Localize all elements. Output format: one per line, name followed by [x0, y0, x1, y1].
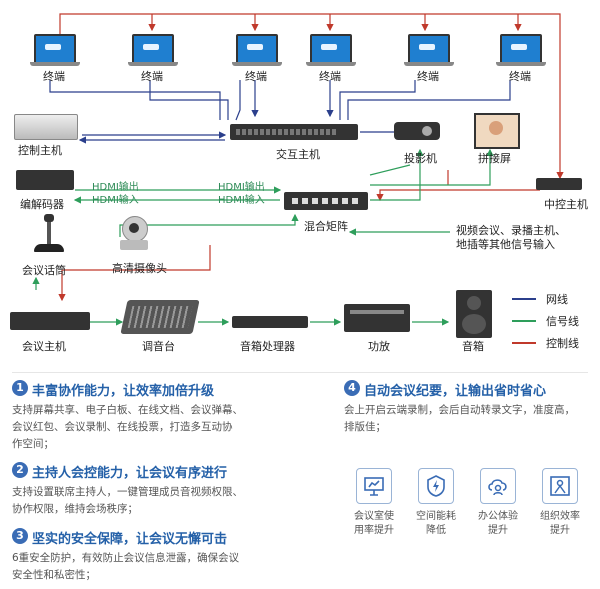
- conference-mic-label: 会议话筒: [22, 264, 66, 277]
- hdmi-input-label: HDMI输入: [218, 195, 265, 206]
- feature-number-badge: 3: [12, 528, 28, 544]
- feature-description: 6重安全防护，有效防止会议信息泄露，确保会议 安全性和私密性；: [12, 552, 240, 581]
- feature-description: 会上开启云端录制，会后自动转录文字，准度高， 排版佳；: [344, 404, 575, 433]
- control-host-label: 控制主机: [18, 144, 62, 157]
- decoder-icon: [16, 170, 74, 190]
- feature-number-badge: 1: [12, 380, 28, 396]
- mixing-matrix-icon: [284, 192, 368, 210]
- other-input-label-line2: 地插等其他信号输入: [456, 238, 555, 251]
- splice-screen-icon: [474, 113, 520, 149]
- benefit-item: 空间能耗降低: [406, 468, 466, 538]
- terminal-label: 终端: [319, 70, 341, 83]
- terminal-label: 终端: [509, 70, 531, 83]
- benefit-item: 组织效率提升: [530, 468, 590, 538]
- legend-item-control: 控制线: [512, 335, 600, 357]
- feature-number-badge: 2: [12, 462, 28, 478]
- terminal-laptop-icon: [128, 34, 178, 68]
- network-switch-icon: [230, 124, 358, 140]
- terminal-label: 终端: [417, 70, 439, 83]
- projector-icon: [394, 122, 440, 140]
- hd-camera-label: 高清摄像头: [112, 262, 167, 275]
- energy-icon: [418, 468, 454, 504]
- speaker-label: 音箱: [462, 340, 484, 353]
- presentation-icon: [356, 468, 392, 504]
- hdmi-input-label: HDMI输入: [92, 195, 139, 206]
- efficiency-icon: [542, 468, 578, 504]
- camera-icon: [118, 216, 150, 252]
- system-topology-diagram: 终端 终端 终端 终端 终端 终端 控制主机 交互主机 投影机 拼接屏 中控主机…: [10, 13, 600, 357]
- feature-title: 坚实的安全保障，让会议无懈可击: [32, 532, 228, 547]
- amplifier-icon: [344, 304, 410, 332]
- benefit-item: 会议室使用率提升: [344, 468, 404, 538]
- mixer-label: 调音台: [142, 340, 175, 353]
- terminal-label: 终端: [43, 70, 65, 83]
- feature-title: 主持人会控能力，让会议有序进行: [32, 466, 228, 481]
- terminal-laptop-icon: [404, 34, 454, 68]
- speaker-icon: [456, 290, 492, 338]
- interaction-host-label: 交互主机: [276, 148, 320, 161]
- conference-host-label: 会议主机: [22, 340, 66, 353]
- cloud-user-icon: [480, 468, 516, 504]
- microphone-icon: [34, 214, 64, 254]
- decoder-label: 编解码器: [20, 198, 64, 211]
- terminal-laptop-icon: [232, 34, 282, 68]
- terminal-laptop-icon: [30, 34, 80, 68]
- hdmi-output-label: HDMI输出: [92, 182, 139, 193]
- feature-description: 支持设置联席主持人，一键管理成员音视频权限、 协作权限，维持会场秩序；: [12, 486, 243, 515]
- mixing-matrix-label: 混合矩阵: [304, 220, 348, 233]
- section-divider: [12, 372, 588, 373]
- legend-item-network: 网线: [512, 291, 600, 313]
- feature-title: 自动会议纪要，让输出省时省心: [364, 384, 547, 399]
- feature-number-badge: 4: [344, 380, 360, 396]
- terminal-laptop-icon: [306, 34, 356, 68]
- feature-title: 丰富协作能力，让效率加倍升级: [32, 384, 215, 399]
- projector-label: 投影机: [404, 152, 437, 165]
- benefit-item: 办公体验提升: [468, 468, 528, 538]
- other-input-label-line1: 视频会议、录播主机、: [456, 224, 566, 237]
- terminal-label: 终端: [245, 70, 267, 83]
- mixer-icon: [120, 300, 200, 334]
- control-host-icon: [14, 114, 78, 140]
- splice-screen-label: 拼接屏: [478, 152, 511, 165]
- central-control-icon: [536, 178, 582, 190]
- speaker-processor-icon: [232, 316, 308, 328]
- legend-item-signal: 信号线: [512, 313, 600, 335]
- legend: 网线 信号线 控制线: [512, 291, 600, 357]
- speaker-processor-label: 音箱处理器: [240, 340, 295, 353]
- terminal-laptop-icon: [496, 34, 546, 68]
- feature-description: 支持屏幕共享、电子白板、在线文档、会议弹幕、 会议红包、会议录制、在线投票，打造…: [12, 404, 243, 450]
- central-control-label: 中控主机: [544, 198, 588, 211]
- conference-host-icon: [10, 312, 90, 330]
- terminal-label: 终端: [141, 70, 163, 83]
- amplifier-label: 功放: [368, 340, 390, 353]
- connection-lines: [32, 13, 564, 326]
- hdmi-output-label: HDMI输出: [218, 182, 265, 193]
